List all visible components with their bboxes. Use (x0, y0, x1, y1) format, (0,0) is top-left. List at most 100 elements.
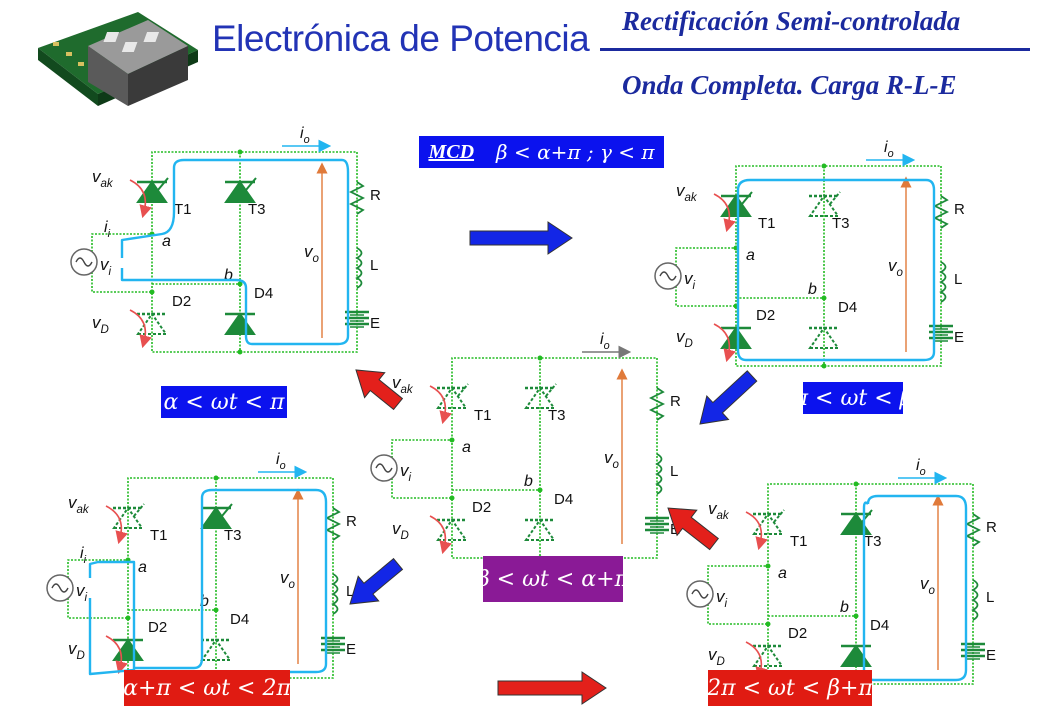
flow-arrow-2-to-3 (699, 370, 758, 425)
junction-dot (213, 607, 219, 613)
vak-arrow (105, 505, 128, 545)
wire-source-bottom (391, 478, 452, 499)
label-vd: vD (68, 639, 85, 662)
label-io: io (916, 457, 926, 478)
label-t3: T3 (832, 215, 850, 232)
label-a: a (462, 439, 471, 456)
label-vi: vi (100, 255, 112, 278)
junction-dot (853, 613, 859, 619)
label-ii: ii (80, 545, 87, 566)
resistor-r (932, 195, 950, 229)
diode-d2 (112, 638, 144, 661)
thyristor-t3 (200, 503, 233, 529)
inductor-l (971, 579, 979, 621)
mcd-label: MCD (428, 140, 475, 163)
thyristor-t3 (524, 383, 557, 409)
junction-dot (449, 437, 455, 443)
conduction-path (120, 158, 350, 346)
wire-loop (735, 165, 942, 367)
label-r: R (346, 513, 357, 530)
label-e: E (346, 641, 356, 658)
wire-source-top (391, 439, 452, 458)
label-t3: T3 (224, 527, 242, 544)
label-b: b (808, 281, 817, 298)
label-d2: D2 (788, 625, 807, 642)
vd-arrow (129, 309, 152, 349)
vak-arrow (429, 385, 452, 425)
vak-arrow (129, 179, 152, 219)
label-vd: vD (392, 519, 409, 542)
wire-source-bottom (707, 604, 768, 625)
flow-arrow-3-to-1 (355, 369, 404, 411)
junction-dot (537, 355, 543, 361)
thyristor-t3 (808, 191, 841, 217)
label-b: b (200, 593, 209, 610)
diode-d4 (224, 312, 256, 335)
label-d4: D4 (254, 285, 273, 302)
igbt-module-icon (38, 12, 198, 106)
label-vak: vak (676, 181, 698, 204)
wire-loop (767, 483, 974, 685)
label-io: io (884, 139, 894, 160)
thyristor-t1 (752, 509, 785, 535)
label-l: L (370, 257, 378, 274)
flow-arrow-1-to-2 (469, 221, 573, 255)
mcd-condition: β < α+π ; γ < π (496, 140, 655, 164)
label-t1: T1 (174, 201, 192, 218)
label-r: R (370, 187, 381, 204)
wire-source-bottom (675, 286, 736, 307)
junction-dot (237, 349, 243, 355)
label-t1: T1 (758, 215, 776, 232)
label-vi: vi (76, 581, 88, 604)
label-b: b (524, 473, 533, 490)
label-d2: D2 (172, 293, 191, 310)
thyristor-t3 (840, 509, 873, 535)
label-t1: T1 (474, 407, 492, 424)
label-d4: D4 (230, 611, 249, 628)
label-r: R (670, 393, 681, 410)
label-b: b (224, 267, 233, 284)
resistor-r (324, 507, 342, 541)
label-d2: D2 (472, 499, 491, 516)
label-t1: T1 (790, 533, 808, 550)
wire-source-bottom (91, 272, 152, 293)
label-vd: vD (676, 327, 693, 350)
diode-d2 (752, 644, 784, 667)
wire-source-bottom (67, 598, 128, 619)
interval-box-5: 2π < ωt < β+π (707, 670, 873, 706)
conduction-path (862, 494, 968, 682)
diode-d4 (808, 326, 840, 349)
thyristor-t1 (436, 383, 469, 409)
diode-d2 (436, 518, 468, 541)
label-vak: vak (392, 373, 414, 396)
junction-dot (765, 621, 771, 627)
label-vi: vi (400, 461, 412, 484)
label-vi: vi (684, 269, 696, 292)
label-r: R (954, 201, 965, 218)
interval-box-4: α+π < ωt < 2π (123, 670, 291, 706)
label-l: L (954, 271, 962, 288)
inductor-l (939, 261, 947, 303)
flow-arrow-5-to-3 (667, 507, 720, 551)
inductor-l (331, 573, 339, 615)
label-t3: T3 (248, 201, 266, 218)
label-vi: vi (716, 587, 728, 610)
junction-dot (213, 475, 219, 481)
vak-arrow (713, 193, 736, 233)
label-a: a (138, 559, 147, 576)
battery-e (645, 516, 669, 534)
label-l: L (986, 589, 994, 606)
resistor-r (964, 513, 982, 547)
junction-dot (237, 281, 243, 287)
junction-dot (537, 487, 543, 493)
label-e: E (370, 315, 380, 332)
junction-dot (821, 363, 827, 369)
label-vak: vak (68, 493, 90, 516)
thyristor-t1 (112, 503, 145, 529)
label-t1: T1 (150, 527, 168, 544)
label-d4: D4 (838, 299, 857, 316)
